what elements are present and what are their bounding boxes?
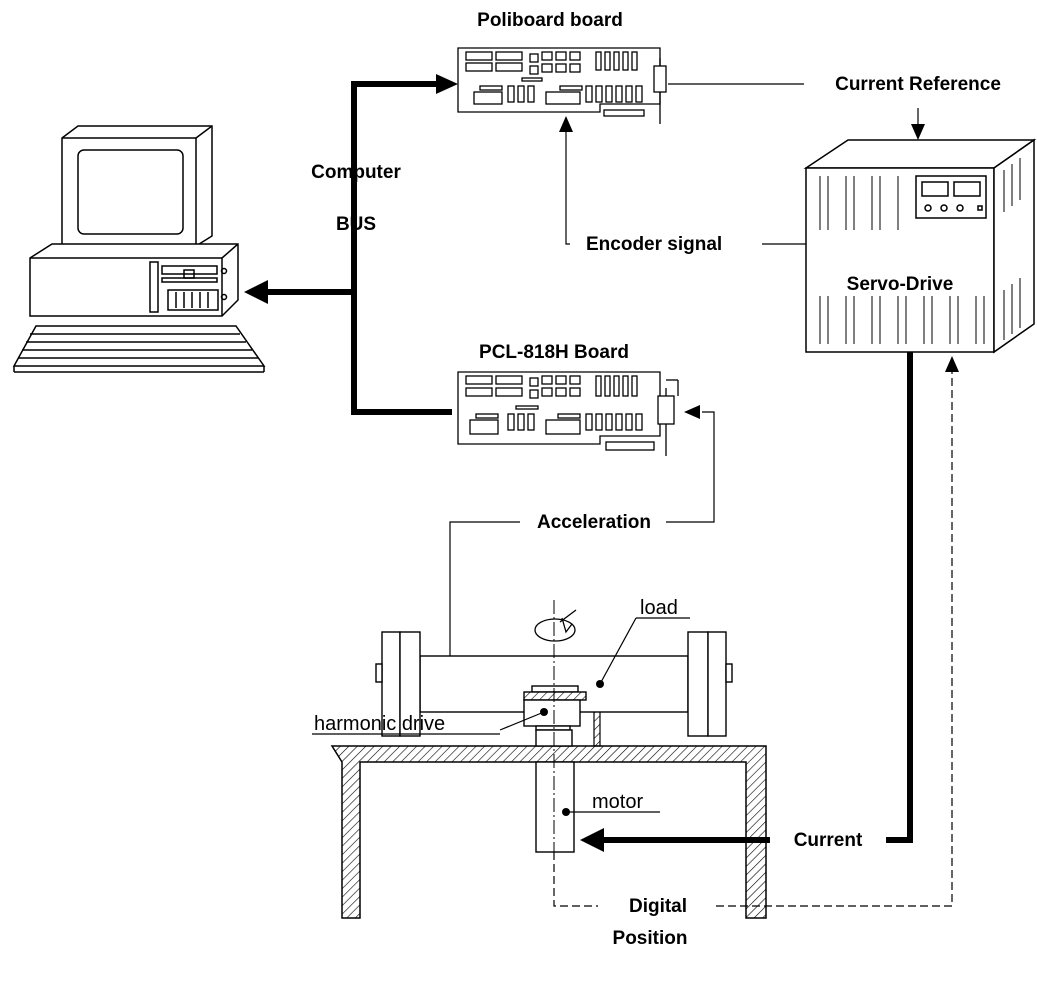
arrow-acceleration	[684, 405, 700, 419]
current-reference-label: Current Reference	[835, 74, 1001, 95]
signal-lines	[449, 83, 919, 656]
arrow-encoder-signal	[559, 116, 573, 132]
arrow-to-computer	[244, 280, 268, 304]
harmonic-drive-hatch	[523, 691, 587, 701]
servo-drive-unit	[803, 138, 1037, 354]
harmonic-dot	[540, 708, 548, 716]
poliboard-board	[457, 47, 667, 124]
computer-icon	[12, 125, 266, 373]
acceleration-label: Acceleration	[537, 512, 651, 533]
load-dot	[596, 680, 604, 688]
arrow-digital-position	[945, 356, 959, 372]
arrow-current-reference	[911, 124, 925, 140]
current-line	[598, 352, 913, 843]
motor-label: motor	[592, 791, 643, 813]
digital-position-line	[553, 372, 953, 907]
bus-label: BUS	[336, 214, 376, 235]
rotation-icon	[534, 609, 577, 642]
computer-label: Computer	[311, 162, 401, 183]
current-label: Current	[794, 830, 863, 851]
poliboard-label: Poliboard board	[477, 10, 623, 31]
servo-drive-vents	[819, 158, 1021, 344]
load-label: load	[640, 597, 678, 619]
harmonic-drive-label: harmonic drive	[314, 713, 445, 735]
arrow-to-poliboard	[436, 74, 458, 94]
servo-drive-label: Servo-Drive	[847, 274, 954, 295]
digital-label: Digital	[629, 896, 687, 917]
pcl-818h-board	[457, 371, 679, 456]
motor-dot	[562, 808, 570, 816]
arrow-current	[580, 828, 604, 852]
computer-bus	[266, 81, 452, 415]
encoder-signal-label: Encoder signal	[586, 234, 722, 255]
position-label: Position	[613, 928, 688, 949]
pcl-board-label: PCL-818H Board	[479, 342, 629, 363]
